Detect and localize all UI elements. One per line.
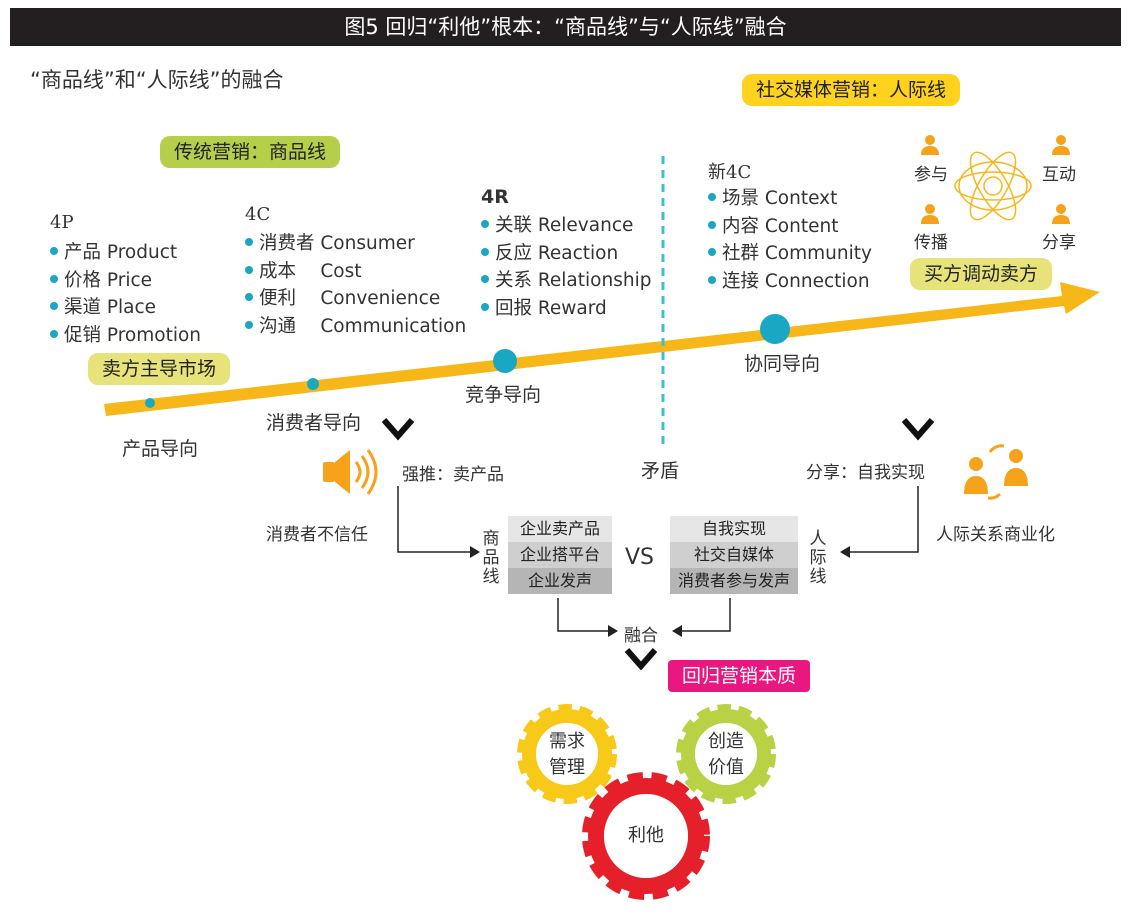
list-item: 渠道 Place xyxy=(50,294,201,322)
left-connector xyxy=(397,486,470,553)
contradiction-label: 矛盾 xyxy=(641,460,680,482)
participate-label: 参与 xyxy=(914,165,948,185)
fusion-connector-left xyxy=(557,598,608,632)
list-item: 场景 Context xyxy=(708,185,872,213)
traditional-marketing-pill: 传统营销：商品线 xyxy=(160,136,341,168)
stage-dot-competition xyxy=(493,349,517,373)
gear-create-label: 创造价值 xyxy=(708,731,744,778)
list-item: 促销 Promotion xyxy=(50,322,201,350)
bullet-icon xyxy=(481,302,489,311)
framework-4c-header: 4C xyxy=(245,204,271,225)
product-line-label: 商品线 xyxy=(482,529,500,587)
seller-market-pill: 卖方主导市场 xyxy=(88,353,231,385)
return-essence-pill: 回归营销本质 xyxy=(668,660,811,692)
product-line-table: 企业卖产品 企业搭平台 企业发声 xyxy=(508,516,612,594)
share-label: 分享：自我实现 xyxy=(806,463,925,483)
stage-label-competition: 竞争导向 xyxy=(465,384,542,406)
stage-dot-consumer xyxy=(307,378,319,390)
list-item: 产品 Product xyxy=(50,239,201,267)
speaker-icon xyxy=(323,449,378,495)
stage-label-product: 产品导向 xyxy=(122,438,199,460)
social-marketing-pill: 社交媒体营销：人际线 xyxy=(742,74,961,106)
list-item: 便利 Convenience xyxy=(245,285,466,313)
list-item: 关联 Relevance xyxy=(481,212,651,240)
stage-label-collaboration: 协同导向 xyxy=(744,353,821,375)
framework-new4c-header: 新4C xyxy=(708,162,752,183)
gear-altruism-label: 利他 xyxy=(628,825,664,846)
gear-demand-label: 需求管理 xyxy=(549,731,585,778)
people-line-label: 人际线 xyxy=(809,529,827,587)
arrow-right-icon xyxy=(608,625,618,637)
bullet-icon xyxy=(708,275,716,284)
person-icon xyxy=(921,135,1070,224)
list-item: 沟通 Communication xyxy=(245,313,466,341)
list-item: 回报 Reward xyxy=(481,295,651,323)
list-item: 关系 Relationship xyxy=(481,267,651,295)
vs-label: VS xyxy=(625,545,655,570)
bullet-icon xyxy=(245,265,253,274)
stage-label-consumer: 消费者导向 xyxy=(266,412,362,434)
fusion-label: 融合 xyxy=(624,626,658,646)
bullet-icon xyxy=(481,275,489,283)
list-item: 内容 Content xyxy=(708,213,872,241)
people-exchange-icon xyxy=(964,444,1028,500)
share-icon-label: 分享 xyxy=(1042,233,1076,253)
bullet-icon xyxy=(245,293,253,301)
arrow-right-icon xyxy=(470,546,480,558)
stage-dot-product xyxy=(145,398,155,408)
table-row: 企业发声 xyxy=(508,568,612,594)
bullet-icon xyxy=(50,329,58,338)
stage-dot-collaboration xyxy=(760,314,790,344)
table-row: 企业搭平台 xyxy=(508,542,612,568)
table-row: 社交自媒体 xyxy=(670,542,798,568)
list-item: 社群 Community xyxy=(708,240,872,268)
list-item: 连接 Connection xyxy=(708,268,872,296)
table-row: 自我实现 xyxy=(670,516,798,542)
list-item: 价格 Price xyxy=(50,267,201,295)
table-row: 企业卖产品 xyxy=(508,516,612,542)
timeline-arrow xyxy=(104,282,1100,416)
bullet-icon xyxy=(245,320,253,329)
list-item: 成本 Cost xyxy=(245,258,466,286)
right-connector xyxy=(850,486,919,553)
list-item: 反应 Reaction xyxy=(481,240,651,268)
gear-create-icon xyxy=(676,704,776,804)
spread-label: 传播 xyxy=(914,233,948,253)
bullet-icon xyxy=(245,238,253,246)
list-item: 消费者 Consumer xyxy=(245,230,466,258)
subtitle: “商品线”和“人际线”的融合 xyxy=(30,68,284,92)
people-line-table: 自我实现 社交自媒体 消费者参与发声 xyxy=(670,516,798,594)
distrust-label: 消费者不信任 xyxy=(266,525,368,545)
buyer-mobilize-pill: 买方调动卖方 xyxy=(910,258,1053,290)
framework-4r-header: 4R xyxy=(481,186,509,208)
bullet-icon xyxy=(481,247,489,256)
gear-altruism-icon xyxy=(582,772,710,900)
chevron-down-icon xyxy=(624,648,658,671)
framework-4p-header: 4P xyxy=(50,212,74,233)
framework-new4c-list: 场景 Context 内容 Content 社群 Community 连接 Co… xyxy=(708,185,872,295)
hard-sell-label: 强推：卖产品 xyxy=(402,465,504,485)
table-row: 消费者参与发声 xyxy=(670,568,798,594)
framework-4r-list: 关联 Relevance 反应 Reaction 关系 Relationship… xyxy=(481,212,651,322)
bullet-icon xyxy=(481,220,489,228)
bullet-icon xyxy=(50,302,58,310)
atom-icon xyxy=(954,151,1032,221)
fusion-connector-right xyxy=(682,598,731,632)
interact-label: 互动 xyxy=(1042,165,1076,185)
bullet-icon xyxy=(50,274,58,283)
framework-4c-list: 消费者 Consumer 成本 Cost 便利 Convenience 沟通 C… xyxy=(245,230,466,340)
commercialize-label: 人际关系商业化 xyxy=(936,525,1055,545)
bullet-icon xyxy=(50,247,58,255)
figure-title: 图5 回归“利他”根本：“商品线”与“人际线”融合 xyxy=(10,8,1121,46)
bullet-icon xyxy=(708,193,716,201)
gear-demand-icon xyxy=(517,704,617,804)
arrow-left-icon xyxy=(840,546,850,558)
chevron-down-icon xyxy=(901,418,935,441)
arrow-left-icon xyxy=(672,625,682,637)
chevron-down-icon xyxy=(381,418,415,441)
framework-4p-list: 产品 Product 价格 Price 渠道 Place 促销 Promotio… xyxy=(50,239,201,349)
bullet-icon xyxy=(708,248,716,256)
bullet-icon xyxy=(708,220,716,229)
